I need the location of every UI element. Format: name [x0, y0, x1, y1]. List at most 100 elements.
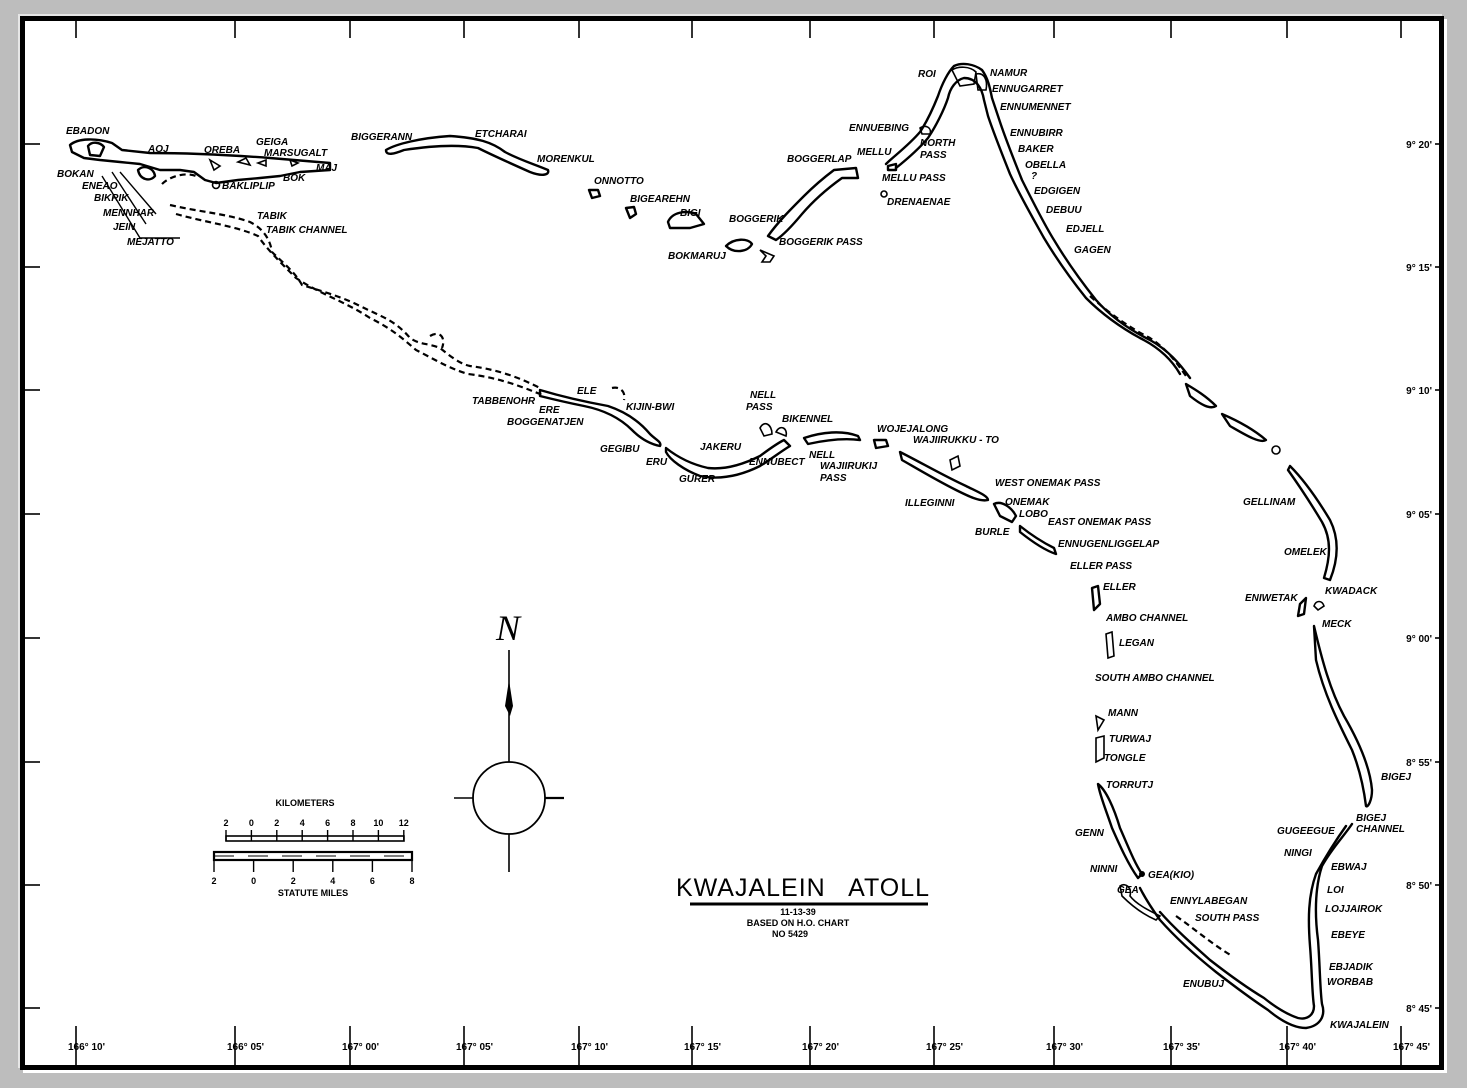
place-label: KWAJALEIN — [1330, 1020, 1390, 1031]
place-label: SOUTH PASS — [1195, 913, 1260, 924]
place-label: WEST ONEMAK PASS — [995, 478, 1101, 489]
place-label: ENNUMENNET — [1000, 102, 1071, 113]
place-label: ENUBUJ — [1183, 979, 1225, 990]
place-label: TABIK — [257, 211, 288, 222]
place-label: NAMUR — [990, 68, 1028, 79]
km-tick-label: 0 — [249, 818, 254, 828]
longitude-axis: 166° 10'166° 05'167° 00'167° 05'167° 10'… — [68, 21, 1430, 1066]
place-label: EBADON — [66, 126, 110, 137]
km-tick-label: 2 — [223, 818, 228, 828]
longitude-label: 167° 30' — [1046, 1042, 1083, 1053]
place-label: BOKMARUJ — [668, 251, 726, 262]
place-label: JAKERU — [700, 442, 742, 453]
place-label: MANN — [1108, 708, 1139, 719]
place-label: ENNUBECT — [749, 457, 805, 468]
place-label: OBELLA — [1025, 160, 1066, 171]
place-label: MELLU — [857, 147, 892, 158]
north-arrow-head-icon — [505, 680, 513, 716]
place-label: JEIN — [113, 222, 136, 233]
mile-tick-label: 4 — [330, 876, 335, 886]
place-label: WORBAB — [1327, 977, 1373, 988]
place-label: BOGGERIK — [729, 214, 784, 225]
km-tick-label: 12 — [399, 818, 409, 828]
place-label: NORTH — [920, 138, 956, 149]
mile-tick-label: 2 — [211, 876, 216, 886]
place-label: MAJ — [316, 163, 338, 174]
place-label: BOGGENATJEN — [507, 417, 584, 428]
place-label: AMBO CHANNEL — [1105, 613, 1188, 624]
place-label: EBWAJ — [1331, 862, 1367, 873]
map-title: KWAJALEIN ATOLL — [676, 874, 930, 902]
longitude-label: 167° 40' — [1279, 1042, 1316, 1053]
km-tick-label: 2 — [274, 818, 279, 828]
place-label: KIJIN-BWI — [626, 402, 675, 413]
place-label: AOJ — [147, 144, 169, 155]
place-label: DEBUU — [1046, 205, 1082, 216]
longitude-label: 167° 10' — [571, 1042, 608, 1053]
longitude-label: 166° 05' — [227, 1042, 264, 1053]
place-label: BIGGERANN — [351, 132, 413, 143]
km-tick-label: 8 — [350, 818, 355, 828]
km-tick-label: 4 — [300, 818, 305, 828]
place-label: PASS — [820, 473, 847, 484]
place-label: TONGLE — [1104, 753, 1146, 764]
scale-km-title: KILOMETERS — [275, 798, 334, 808]
place-label: TORRUTJ — [1106, 780, 1153, 791]
mile-tick-label: 6 — [370, 876, 375, 886]
place-label: KWADACK — [1325, 586, 1378, 597]
latitude-label: 8° 50' — [1406, 881, 1432, 892]
place-label: MENNHAR — [103, 208, 155, 219]
place-label: PASS — [746, 402, 773, 413]
place-label: TABIK CHANNEL — [266, 225, 347, 236]
place-label: GUGEEGUE — [1277, 826, 1335, 837]
place-label: TURWAJ — [1109, 734, 1151, 745]
place-label: ENNYLABEGAN — [1170, 896, 1248, 907]
latitude-label: 8° 55' — [1406, 758, 1432, 769]
place-label: BOKAN — [57, 169, 94, 180]
place-label: NINNI — [1090, 864, 1117, 875]
longitude-label: 167° 05' — [456, 1042, 493, 1053]
place-label: MELLU PASS — [882, 173, 946, 184]
place-label: GEA — [1117, 885, 1139, 896]
place-label: TABBENOHR — [472, 396, 536, 407]
place-label: ERU — [646, 457, 668, 468]
place-label: GELLINAM — [1243, 497, 1296, 508]
place-label: BAKLIPLIP — [222, 181, 275, 192]
place-label: LOJJAIROK — [1325, 904, 1383, 915]
place-label: OMELEK — [1284, 547, 1328, 558]
place-label: ILLEGINNI — [905, 498, 955, 509]
longitude-label: 166° 10' — [68, 1042, 105, 1053]
scale-miles-title: STATUTE MILES — [278, 888, 348, 898]
place-label: ENEAO — [82, 181, 118, 192]
place-label: GENN — [1075, 828, 1105, 839]
place-label: CHANNEL — [1356, 824, 1405, 835]
km-tick-label: 10 — [373, 818, 383, 828]
longitude-label: 167° 20' — [802, 1042, 839, 1053]
place-label: BOGGERIK PASS — [779, 237, 863, 248]
north-label: N — [495, 608, 522, 648]
compass-circle-icon — [472, 761, 546, 835]
place-label: EDJELL — [1066, 224, 1104, 235]
place-label: ROI — [918, 69, 936, 80]
place-label: EBJADIK — [1329, 962, 1374, 973]
place-label: BIGI — [680, 208, 701, 219]
place-label: BIKENNEL — [782, 414, 833, 425]
place-label: NELL — [809, 450, 835, 461]
place-label: OREBA — [204, 145, 240, 156]
latitude-label: 8° 45' — [1406, 1004, 1432, 1015]
longitude-label: 167° 25' — [926, 1042, 963, 1053]
place-label: WAJIIRUKIJ — [820, 461, 878, 472]
longitude-label: 167° 45' — [1393, 1042, 1430, 1053]
place-label: GEIGA — [256, 137, 288, 148]
place-label: WOJEJALONG — [877, 424, 948, 435]
place-label: ? — [1031, 171, 1037, 182]
place-label: EDGIGEN — [1034, 186, 1081, 197]
map-date: 11-13-39 — [780, 907, 816, 917]
place-label: MECK — [1322, 619, 1352, 630]
place-label: BIKRIK — [94, 193, 129, 204]
place-label: MORENKUL — [537, 154, 595, 165]
map-source-line2: NO 5429 — [772, 929, 808, 939]
